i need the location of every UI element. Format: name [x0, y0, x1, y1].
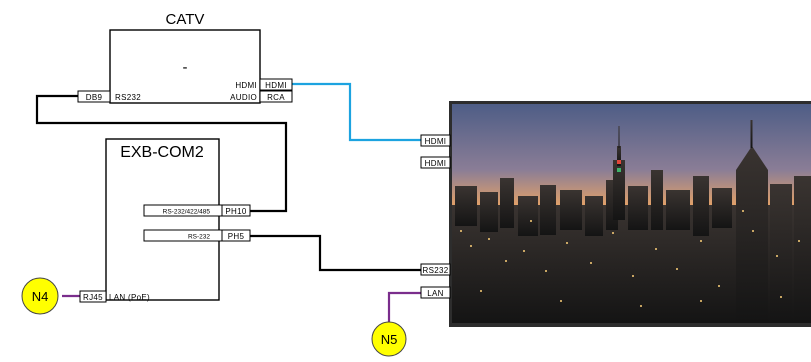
city-lights	[460, 210, 800, 307]
display-lan-port	[420, 286, 451, 299]
exb-rs232-field	[143, 229, 223, 242]
catv-db9-port	[77, 90, 111, 103]
display-ports: HDMI HDMI RS232 LAN	[420, 134, 451, 299]
catv-title: CATV	[166, 11, 205, 28]
display-panel	[449, 101, 811, 327]
display-rs232-label: RS232	[423, 266, 449, 275]
display-rs232-port	[420, 263, 451, 276]
exb-ph10-port	[221, 204, 251, 217]
exb-rs232-label: RS-232	[188, 234, 210, 241]
catv-device: CATV - DB9 RS232 HDMI AUDIO HDMI RCA	[77, 11, 293, 104]
exb-ph10-label: PH10	[225, 207, 246, 216]
exb-rj45-port	[79, 290, 107, 303]
catv-hdmi-port	[259, 78, 293, 91]
node-n4-label: N4	[32, 289, 49, 304]
catv-rs232-label: RS232	[115, 93, 141, 102]
exb-com2-device: EXB-COM2 RS-232/422/485 PH10 RS-232 PH5 …	[79, 138, 251, 303]
display-lan-label: LAN	[427, 289, 443, 298]
cables	[35, 82, 421, 323]
catv-db9-label: DB9	[86, 93, 103, 102]
catv-hdmi-port-label: HDMI	[265, 81, 287, 90]
catv-audio-label: AUDIO	[230, 93, 257, 102]
catv-rca-port	[259, 90, 293, 103]
tower-light-green	[617, 168, 621, 172]
skyline-buildings	[452, 120, 811, 323]
lan-cable-n5	[387, 291, 421, 323]
node-n5: N5	[371, 321, 407, 357]
node-n4: N4	[21, 277, 59, 315]
catv-rca-port-label: RCA	[267, 93, 285, 102]
catv-hdmi-label: HDMI	[235, 81, 257, 90]
display-hdmi1-port	[420, 134, 451, 147]
catv-placeholder: -	[183, 59, 188, 76]
exb-rs232-422-485-label: RS-232/422/485	[163, 209, 211, 216]
display-hdmi2-port	[420, 156, 451, 169]
node-n5-label: N5	[381, 332, 398, 347]
exb-title: EXB-COM2	[120, 144, 204, 161]
hdmi-cable	[292, 82, 421, 142]
exb-lan-poe-label: LAN (PoE)	[109, 293, 150, 302]
display-hdmi2-label: HDMI	[425, 159, 447, 168]
exb-ph5-port	[221, 229, 251, 242]
exb-rj45-label: RJ45	[83, 293, 103, 302]
display-hdmi1-label: HDMI	[425, 137, 447, 146]
serial-cable-catv-exb	[35, 94, 288, 213]
exb-ph5-label: PH5	[228, 232, 245, 241]
tower-light	[617, 160, 621, 164]
serial-cable-exb-display	[250, 234, 421, 272]
